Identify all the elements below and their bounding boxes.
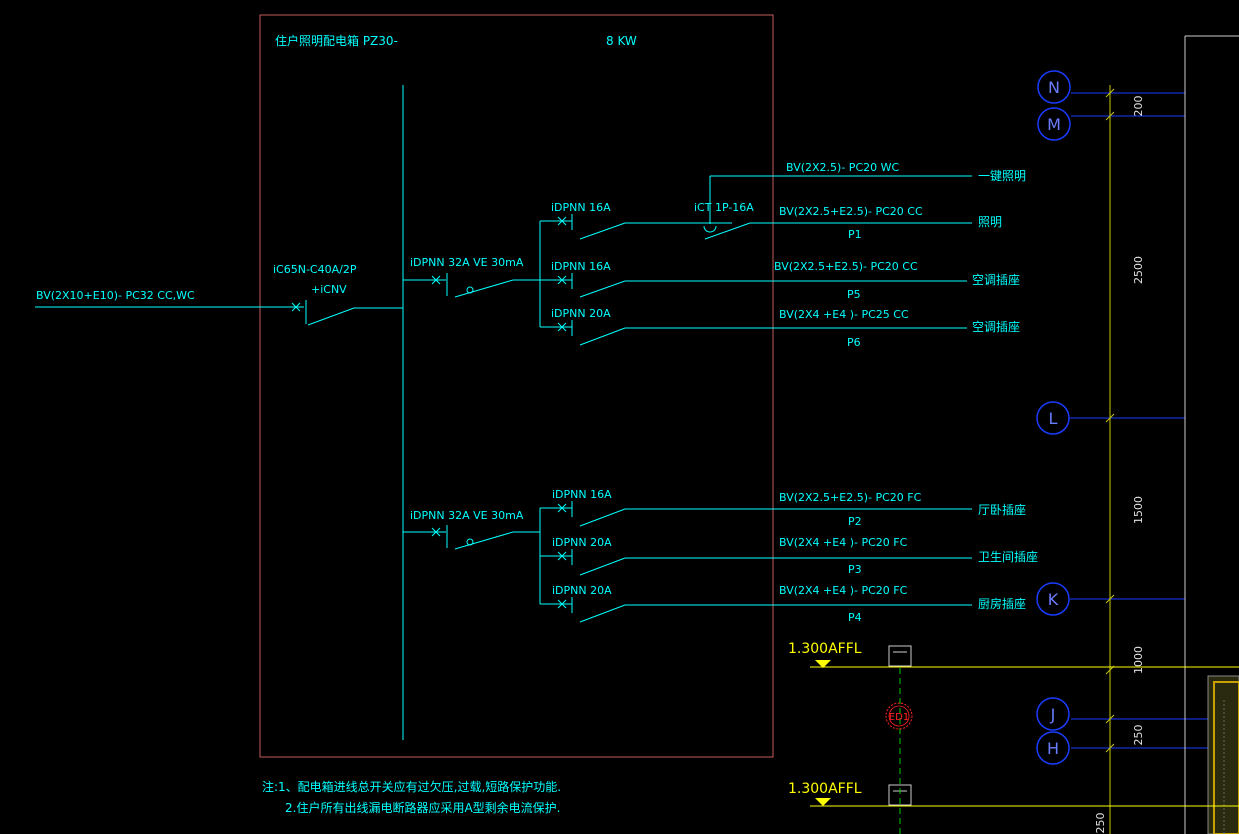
circuit-p1-cable: BV(2X2.5+E2.5)- PC20 CC	[779, 205, 923, 218]
circuit-p1-code: P1	[848, 228, 862, 241]
building-walls	[1184, 35, 1239, 834]
circuit-emergency-light	[703, 175, 972, 233]
circuit-p1	[540, 214, 972, 240]
grid-label-h: H	[1047, 739, 1059, 758]
grid-lines	[1070, 92, 1212, 749]
elevation-label-1: 1.300AFFL	[788, 641, 862, 657]
circuit-p2-load: 厅卧插座	[978, 502, 1026, 517]
equipment-tag-label: ED1	[889, 712, 909, 723]
circuit-p6	[540, 320, 967, 346]
wall-hatch	[1207, 675, 1239, 834]
dimension-200: 200	[1132, 96, 1145, 117]
circuit-p6-code: P6	[847, 336, 861, 349]
contactor-label: iCT 1P-16A	[694, 201, 754, 214]
circuit-p6-breaker: iDPNN 20A	[551, 307, 611, 320]
grid-label-n: N	[1048, 78, 1060, 97]
dimension-line	[1105, 85, 1115, 834]
panel-title: 住户照明配电箱 PZ30-	[275, 33, 398, 48]
circuit-emergency-light-load: 一键照明	[978, 169, 1026, 183]
rcd-group-1	[403, 221, 541, 327]
dimension-1000: 1000	[1132, 646, 1145, 674]
grid-label-l: L	[1049, 409, 1058, 428]
circuit-p2-cable: BV(2X2.5+E2.5)- PC20 FC	[779, 491, 922, 504]
distribution-box-symbol-2	[888, 784, 912, 806]
incoming-breaker: iC65N-C40A/2P	[273, 263, 357, 276]
circuit-p2-code: P2	[848, 515, 862, 528]
equipment-tag-ed1[interactable]: ED1	[885, 702, 913, 730]
grid-label-j: J	[1050, 705, 1056, 724]
grid-bubble-k	[1036, 582, 1070, 616]
elevation-line-1	[810, 660, 1239, 668]
circuit-p4-cable: BV(2X4 +E4 )- PC20 FC	[779, 584, 908, 597]
grid-bubble-l	[1036, 401, 1070, 435]
rcd-group-1-label: iDPNN 32A VE 30mA	[410, 256, 524, 269]
grid-bubble-n	[1037, 70, 1071, 104]
dimension-2500: 2500	[1132, 256, 1145, 284]
panel-frame	[259, 14, 774, 758]
dimension-250-a: 250	[1132, 725, 1145, 746]
circuit-emergency-light-cable: BV(2X2.5)- PC20 WC	[786, 161, 899, 174]
grid-bubble-j	[1036, 697, 1070, 731]
circuit-p2	[540, 501, 972, 527]
elevation-label-2: 1.300AFFL	[788, 781, 862, 797]
circuit-p1-load: 照明	[978, 215, 1002, 229]
grid-bubble-m	[1037, 107, 1071, 141]
note-1: 注:1、配电箱进线总开关应有过欠压,过载,短路保护功能.	[262, 779, 561, 794]
grid-label-k: K	[1048, 590, 1059, 609]
circuit-p4-code: P4	[848, 611, 862, 624]
elevation-line-2	[810, 798, 1239, 807]
circuit-p4-load: 厨房插座	[978, 596, 1026, 611]
circuit-p1-breaker: iDPNN 16A	[551, 201, 611, 214]
grid-label-m: M	[1047, 115, 1061, 134]
circuit-p6-load: 空调插座	[972, 319, 1020, 334]
circuit-p5-code: P5	[847, 288, 861, 301]
panel-power: 8 KW	[606, 34, 637, 48]
incoming-cable: BV(2X10+E10)- PC32 CC,WC	[36, 289, 195, 302]
circuit-p2-breaker: iDPNN 16A	[552, 488, 612, 501]
circuit-p4	[540, 597, 972, 623]
circuit-p4-breaker: iDPNN 20A	[552, 584, 612, 597]
incoming-feeder	[35, 300, 403, 326]
circuit-p3-load: 卫生间插座	[978, 549, 1038, 564]
circuit-p5-load: 空调插座	[972, 272, 1020, 287]
circuit-p3-cable: BV(2X4 +E4 )- PC20 FC	[779, 536, 908, 549]
note-2: 2.住户所有出线漏电断路器应采用A型剩余电流保护.	[285, 800, 560, 815]
dimension-1500: 1500	[1132, 496, 1145, 524]
circuit-p3-breaker: iDPNN 20A	[552, 536, 612, 549]
grid-bubble-h	[1036, 731, 1070, 765]
distribution-box-symbol-1	[888, 645, 912, 667]
circuit-p5-breaker: iDPNN 16A	[551, 260, 611, 273]
circuit-p5	[540, 273, 967, 298]
rcd-group-2	[403, 508, 541, 604]
dimension-250-b: 250	[1094, 813, 1107, 834]
circuit-p6-cable: BV(2X4 +E4 )- PC25 CC	[779, 308, 909, 321]
rcd-group-2-label: iDPNN 32A VE 30mA	[410, 509, 524, 522]
incoming-breaker-sub: +iCNV	[311, 283, 347, 296]
circuit-p3-code: P3	[848, 563, 862, 576]
circuit-p3	[540, 549, 972, 576]
circuit-p5-cable: BV(2X2.5+E2.5)- PC20 CC	[774, 260, 918, 273]
